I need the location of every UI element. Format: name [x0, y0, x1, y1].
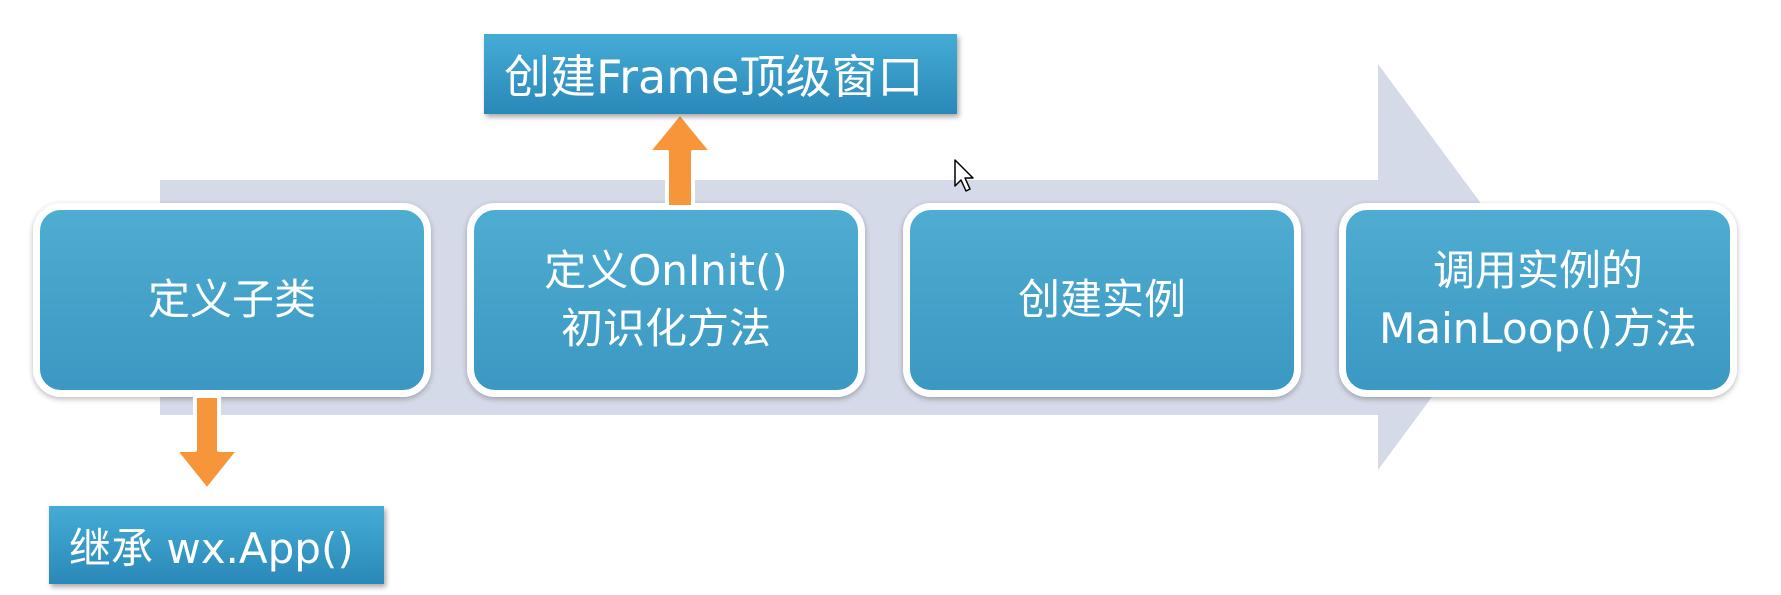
step-box-define-subclass: 定义子类: [33, 203, 431, 397]
step-label-line: 创建实例: [1017, 275, 1186, 324]
step-label-line: 定义子类: [147, 275, 316, 324]
step-label-line: 定义OnInit(): [544, 246, 788, 295]
step-box-create-instance: 创建实例: [903, 203, 1301, 397]
note-inherit-wx-app: 继承 wx.App(): [49, 506, 384, 584]
note-top-label: 创建Frame顶级窗口: [504, 50, 924, 104]
step-box-call-mainloop: 调用实例的 MainLoop()方法: [1339, 203, 1737, 397]
step-box-define-oninit: 定义OnInit() 初识化方法: [467, 203, 865, 397]
step-label-line: 初识化方法: [560, 304, 771, 353]
note-create-frame-window: 创建Frame顶级窗口: [484, 34, 957, 114]
step-label-line: 调用实例的: [1432, 246, 1643, 295]
step-label-line: MainLoop()方法: [1379, 304, 1697, 353]
note-bottom-label: 继承 wx.App(): [69, 523, 354, 573]
